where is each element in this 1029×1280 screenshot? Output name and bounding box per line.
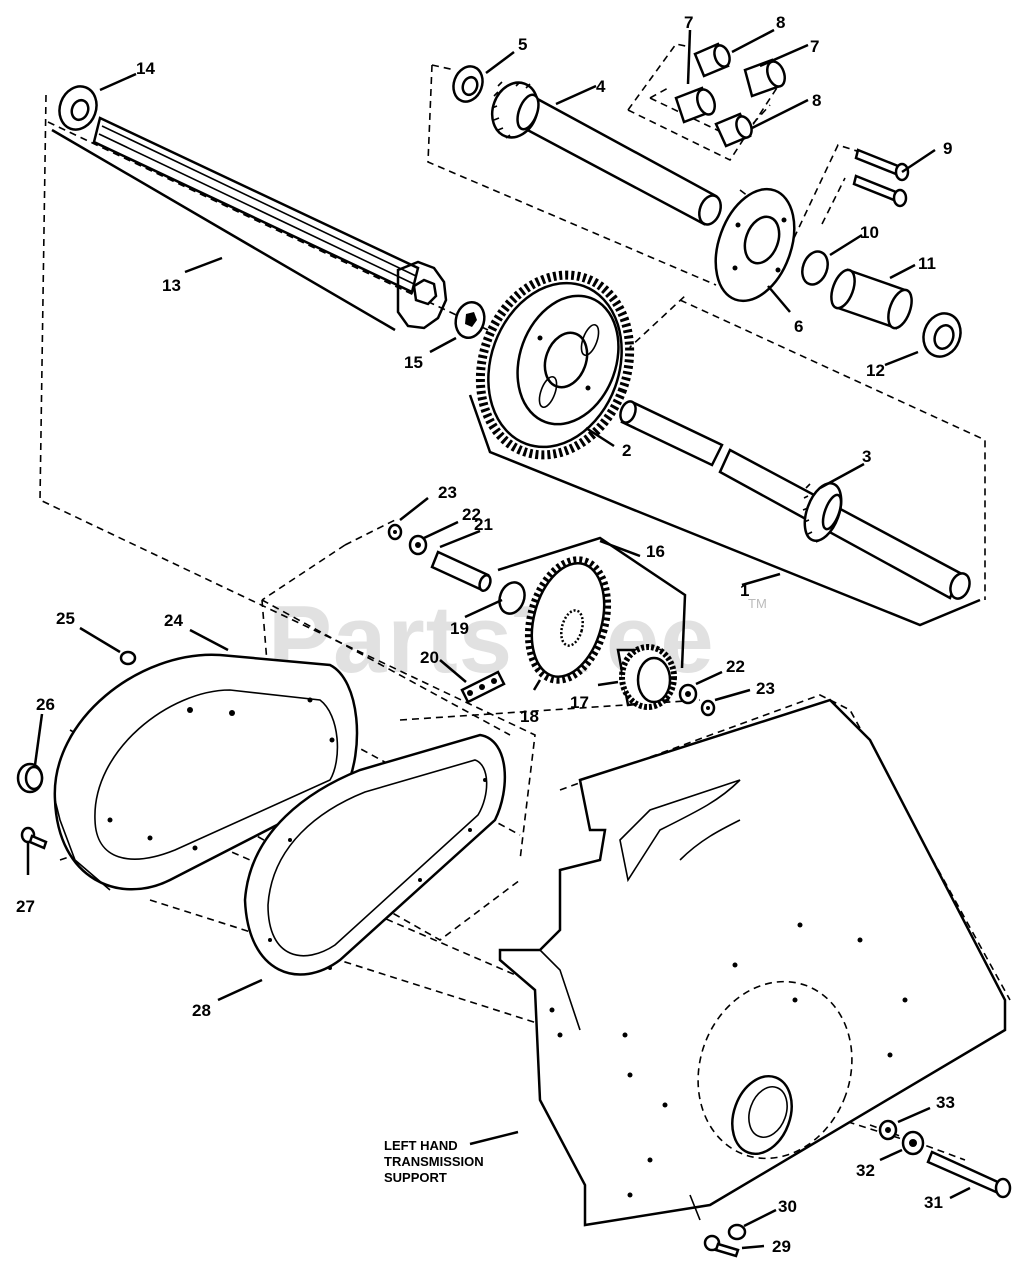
shaft-13	[92, 116, 448, 330]
callout-8a: 8	[776, 13, 785, 32]
callout-22a: 22	[462, 505, 481, 524]
callout-4: 4	[596, 77, 606, 96]
washer-33	[878, 1119, 898, 1141]
carrier-plate-6	[714, 187, 796, 303]
callout-24: 24	[164, 611, 183, 630]
callout-27: 27	[16, 897, 35, 916]
callout-1: 1	[740, 581, 749, 600]
bolt-31	[926, 1150, 1012, 1199]
callout-14: 14	[136, 59, 155, 78]
bushing-8-lower	[714, 112, 753, 148]
watermark-trademark: TM	[748, 596, 767, 611]
callout-25: 25	[56, 609, 75, 628]
callout-7b: 7	[810, 37, 819, 56]
sprocket-18	[524, 556, 612, 684]
bushing-11	[830, 268, 913, 330]
callout-32: 32	[856, 1161, 875, 1180]
chain-link-20	[460, 670, 506, 704]
left-hand-transmission-support-label: LEFT HAND TRANSMISSION SUPPORT	[384, 1138, 484, 1185]
bracket-16	[497, 536, 687, 669]
callout-numbers: 1 2 3 4 5 6 7 7 8 8 9 10 11 12 13 14 15 …	[16, 13, 955, 1256]
callout-26: 26	[36, 695, 55, 714]
shaft-21	[430, 550, 492, 592]
callout-21: 21	[474, 515, 493, 534]
chain-case-cover-24	[53, 653, 359, 891]
callout-3: 3	[862, 447, 871, 466]
washer-23-bottom	[700, 699, 716, 717]
bracket-1	[468, 394, 981, 627]
pinion-7-upper	[743, 58, 786, 98]
screw-29	[703, 1234, 740, 1258]
callout-15: 15	[404, 353, 423, 372]
callout-23b: 23	[756, 679, 775, 698]
washer-23-top	[387, 523, 403, 541]
washer-15	[454, 300, 486, 340]
bracket-13	[51, 128, 396, 332]
callout-6: 6	[794, 317, 803, 336]
callout-22b: 22	[726, 657, 745, 676]
bolts-9	[852, 148, 910, 208]
nut-25	[119, 650, 137, 666]
ring-gear-2	[475, 270, 635, 460]
bearing-5	[452, 65, 484, 103]
support-label-line-2: TRANSMISSION	[384, 1154, 484, 1169]
gasket-28	[243, 733, 506, 976]
callout-28: 28	[192, 1001, 211, 1020]
callout-19: 19	[450, 619, 469, 638]
callout-8b: 8	[812, 91, 821, 110]
retaining-ring-19	[498, 581, 526, 615]
callout-7a: 7	[684, 13, 693, 32]
callout-20: 20	[420, 648, 439, 667]
washer-22-bottom	[678, 683, 698, 705]
gear-17	[616, 644, 677, 710]
callout-9: 9	[943, 139, 952, 158]
support-label-line-3: SUPPORT	[384, 1170, 447, 1185]
callout-16: 16	[646, 542, 665, 561]
transmission-case	[498, 698, 1007, 1227]
plug-26	[16, 762, 44, 794]
pinion-7-lower	[674, 86, 716, 124]
callout-10: 10	[860, 223, 879, 242]
washer-32	[901, 1130, 925, 1156]
callout-18: 18	[520, 707, 539, 726]
callout-23a: 23	[438, 483, 457, 502]
bushing-8-upper	[693, 42, 731, 78]
callout-12: 12	[866, 361, 885, 380]
shaft-4	[490, 81, 722, 226]
leader-lines	[26, 28, 971, 1250]
callout-11: 11	[918, 254, 936, 273]
callout-17: 17	[570, 693, 589, 712]
callout-29: 29	[772, 1237, 791, 1256]
washer-14	[58, 85, 98, 131]
nut-30	[727, 1223, 747, 1241]
washer-22-top	[408, 534, 428, 556]
callout-30: 30	[778, 1197, 797, 1216]
axle-3	[619, 400, 971, 600]
callout-2: 2	[622, 441, 631, 460]
washer-10	[801, 250, 829, 286]
callout-5: 5	[518, 35, 527, 54]
callout-13: 13	[162, 276, 181, 295]
bearing-12	[922, 312, 962, 358]
support-label-line-1: LEFT HAND	[384, 1138, 458, 1153]
callout-33: 33	[936, 1093, 955, 1112]
callout-31: 31	[924, 1193, 943, 1212]
screw-27	[20, 826, 48, 850]
